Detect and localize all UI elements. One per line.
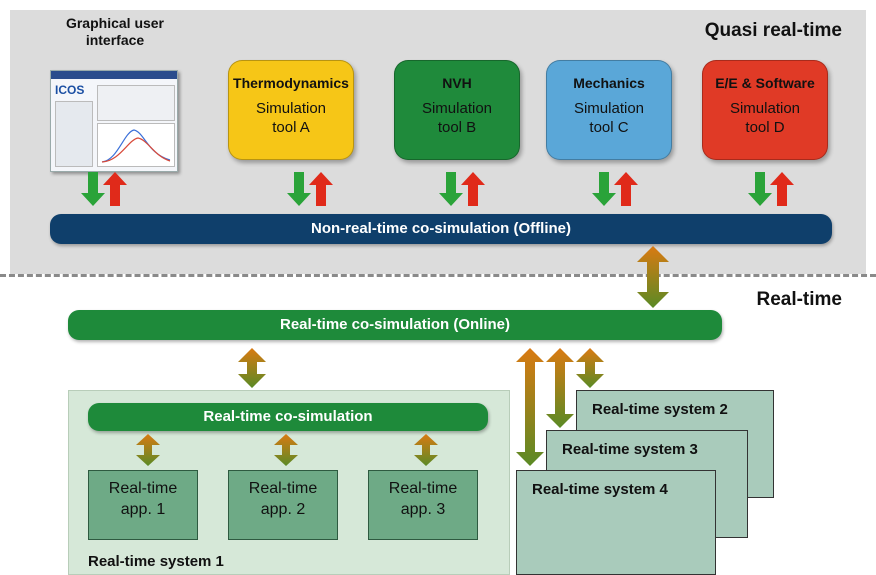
tool-subtitle-line1: Simulation — [255, 100, 327, 117]
bidir-arrow-app3 — [414, 434, 438, 466]
up-arrow-5 — [770, 172, 794, 206]
app-label-line1: Real-time — [248, 480, 318, 497]
realtime-system-4: Real-time system 4 — [516, 470, 716, 575]
tool-ee-software: E/E & Software Simulation tool D — [702, 60, 828, 160]
gui-panel-left — [55, 101, 93, 167]
bidir-arrow-system3 — [546, 348, 574, 428]
gui-plot-curves — [101, 129, 171, 163]
bidir-arrow-system4 — [516, 348, 544, 466]
system3-title: Real-time system 3 — [562, 441, 698, 458]
tool-subtitle: Simulation tool D — [703, 99, 827, 137]
tool-title: E/E & Software — [715, 75, 815, 91]
up-arrow-1 — [103, 172, 127, 206]
tool-subtitle-line1: Simulation — [729, 100, 801, 117]
gui-screenshot-image: ICOS — [50, 70, 178, 172]
up-arrow-2 — [309, 172, 333, 206]
tool-title: Mechanics — [573, 75, 645, 91]
bidir-arrow-offline-online — [637, 246, 669, 308]
realtime-app-3: Real-time app. 3 — [368, 470, 478, 540]
tool-mechanics: Mechanics Simulation tool C — [546, 60, 672, 160]
bidir-arrow-system2 — [576, 348, 604, 388]
down-arrow-5 — [748, 172, 772, 206]
realtime-app-2: Real-time app. 2 — [228, 470, 338, 540]
app-label-line2: app. 3 — [400, 501, 446, 518]
app-label-line2: app. 1 — [120, 501, 166, 518]
down-arrow-3 — [439, 172, 463, 206]
tool-title: NVH — [442, 75, 472, 91]
gui-logo: ICOS — [55, 83, 85, 97]
gui-label: Graphical user interface — [40, 15, 190, 49]
system4-title: Real-time system 4 — [532, 481, 668, 498]
tool-subtitle: Simulation tool A — [229, 99, 353, 137]
app-label-line1: Real-time — [388, 480, 458, 497]
tool-subtitle-line1: Simulation — [573, 100, 645, 117]
app-label-line1: Real-time — [108, 480, 178, 497]
down-arrow-2 — [287, 172, 311, 206]
tool-subtitle: Simulation tool C — [547, 99, 671, 137]
quasi-realtime-title: Quasi real-time — [704, 20, 842, 41]
system1-cosimulation-bar: Real-time co-simulation — [88, 403, 488, 431]
online-cosimulation-bar: Real-time co-simulation (Online) — [68, 310, 722, 340]
realtime-divider — [0, 274, 876, 277]
tool-title: Thermodynamics — [233, 75, 349, 91]
bidir-arrow-app1 — [136, 434, 160, 466]
bidir-arrow-app2 — [274, 434, 298, 466]
tool-thermodynamics: Thermodynamics Simulation tool A — [228, 60, 354, 160]
tool-subtitle-line2: tool B — [437, 119, 477, 136]
offline-cosimulation-bar: Non-real-time co-simulation (Offline) — [50, 214, 832, 244]
tool-subtitle-line2: tool D — [745, 119, 785, 136]
app-label-line2: app. 2 — [260, 501, 306, 518]
tool-subtitle-line2: tool A — [272, 119, 310, 136]
up-arrow-4 — [614, 172, 638, 206]
gui-label-line1: Graphical user — [65, 15, 165, 31]
bidir-arrow-online-system1 — [238, 348, 266, 388]
gui-titlebar — [51, 71, 177, 79]
system1-title: Real-time system 1 — [88, 553, 224, 570]
up-arrow-3 — [461, 172, 485, 206]
system2-title: Real-time system 2 — [592, 401, 728, 418]
gui-label-line2: interface — [85, 32, 145, 48]
tool-subtitle-line1: Simulation — [421, 100, 493, 117]
realtime-app-1: Real-time app. 1 — [88, 470, 198, 540]
tool-subtitle-line2: tool C — [589, 119, 629, 136]
gui-plot-panel — [97, 123, 175, 167]
down-arrow-1 — [81, 172, 105, 206]
down-arrow-4 — [592, 172, 616, 206]
tool-nvh: NVH Simulation tool B — [394, 60, 520, 160]
realtime-title: Real-time — [756, 289, 842, 310]
gui-panel-top — [97, 85, 175, 121]
tool-subtitle: Simulation tool B — [395, 99, 519, 137]
